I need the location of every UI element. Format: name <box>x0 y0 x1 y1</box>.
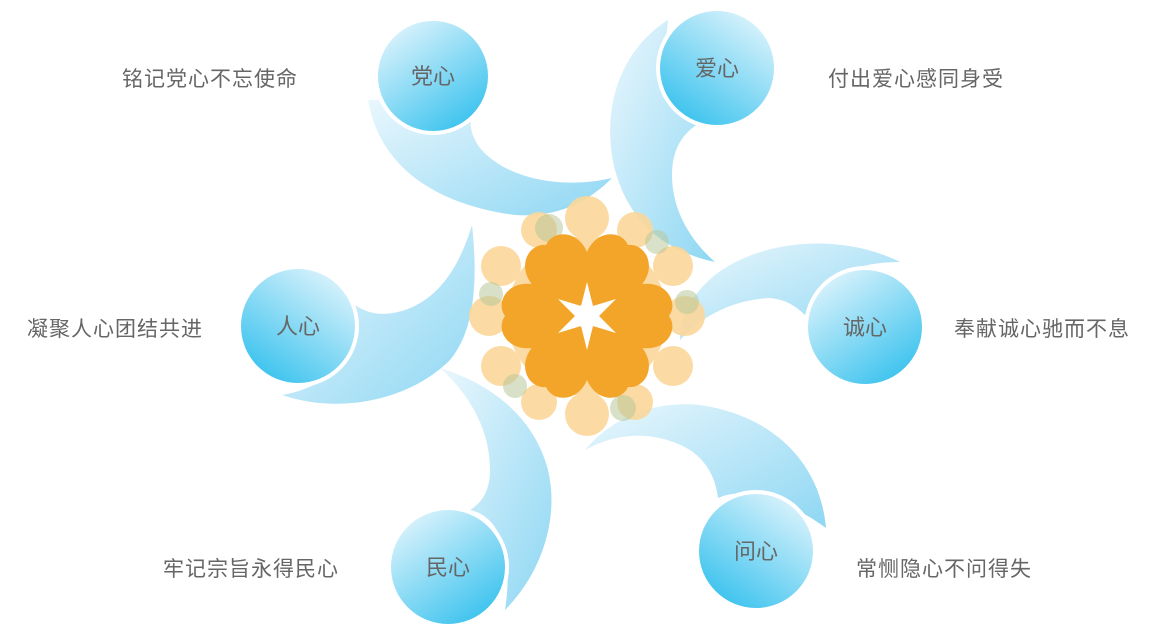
center-star <box>558 282 616 350</box>
node-label-minxin: 民心 <box>426 556 470 581</box>
swirl-arms <box>282 20 900 610</box>
swirl-arm-aixin <box>610 20 715 262</box>
center-halo-green-tint <box>479 214 699 421</box>
swirl-arm-wenxin <box>585 404 826 528</box>
description-dangxin: 铭记党心不忘使命 <box>122 67 298 91</box>
node-aixin: 爱心 <box>656 7 778 129</box>
node-label-dangxin: 党心 <box>411 65 455 90</box>
node-label-chengxin: 诚心 <box>843 316 887 341</box>
description-aixin: 付出爱心感同身受 <box>828 67 1004 91</box>
center-flower <box>469 196 705 436</box>
node-minxin: 民心 <box>387 506 509 624</box>
node-label-renxin: 人心 <box>276 315 320 340</box>
swirl-arm-chengxin <box>680 243 900 340</box>
description-chengxin: 奉献诚心驰而不息 <box>954 317 1130 341</box>
node-wenxin: 问心 <box>695 490 817 612</box>
swirl-arm-minxin <box>440 368 552 610</box>
description-wenxin: 常恻隐心不问得失 <box>856 557 1032 581</box>
description-renxin: 凝聚人心团结共进 <box>27 317 203 341</box>
node-dangxin: 党心 <box>374 17 492 135</box>
node-circles: 党心 爱心 诚心 问心 民心 人心 <box>237 7 926 624</box>
node-chengxin: 诚心 <box>804 266 926 388</box>
node-label-wenxin: 问心 <box>734 540 778 565</box>
swirl-arm-renxin <box>282 225 475 404</box>
description-minxin: 牢记宗旨永得民心 <box>163 557 339 581</box>
node-renxin: 人心 <box>237 265 359 387</box>
node-label-aixin: 爱心 <box>695 57 739 82</box>
